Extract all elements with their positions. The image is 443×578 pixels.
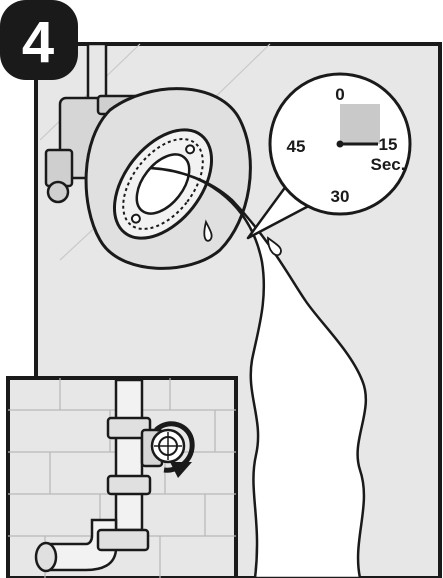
shutoff-valve-inset xyxy=(6,376,238,578)
water-stream xyxy=(149,166,368,578)
inset-pipe xyxy=(34,378,152,573)
step-badge-background xyxy=(0,0,78,80)
water-drop xyxy=(267,236,282,257)
timer-dial-icon: 0 15 30 45 Sec. xyxy=(268,72,412,216)
step-badge: 4 xyxy=(0,0,78,80)
timer-center xyxy=(336,140,344,148)
timer-label-15: 15 xyxy=(379,135,398,154)
step-number: 4 xyxy=(22,10,54,75)
timer-unit: Sec. xyxy=(371,155,406,174)
timer-label-30: 30 xyxy=(331,187,350,206)
water-shutoff-valve-icon xyxy=(140,428,186,468)
timer-label-45: 45 xyxy=(287,137,306,156)
timer-label-0: 0 xyxy=(335,85,344,104)
plaster-guard xyxy=(112,128,214,240)
water-drop xyxy=(203,219,213,242)
timer-elapsed-wedge xyxy=(340,104,380,144)
turn-arrow-icon xyxy=(154,421,195,478)
